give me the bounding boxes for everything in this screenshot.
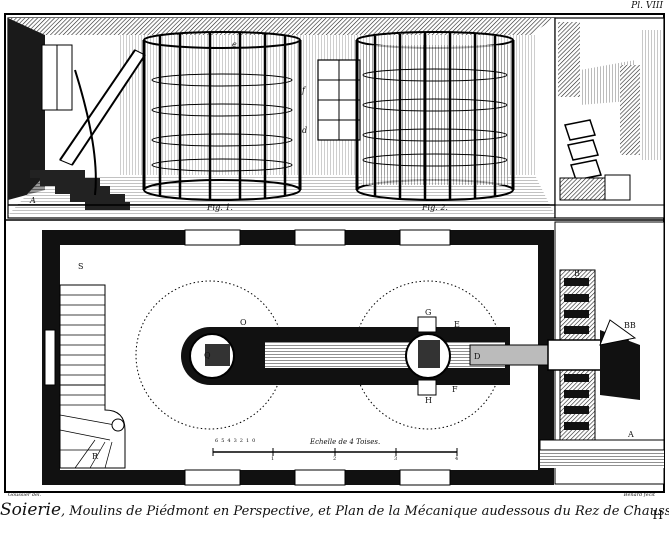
persp-letter-e: e — [232, 40, 237, 49]
scale-label: Echelle de 4 Toises. — [310, 438, 381, 446]
plan-staircase — [44, 284, 126, 469]
plan-letter-b: B — [574, 269, 580, 278]
plan-letter-bb: BB — [624, 321, 636, 330]
scale-tick-3: 3 — [394, 456, 398, 462]
silk-mill-fig1 — [142, 31, 302, 201]
caption-title: Soierie — [0, 500, 62, 520]
plan-letter-e: E — [454, 320, 460, 329]
water-wheel — [539, 221, 665, 485]
plan-letter-h: H — [425, 396, 432, 405]
scale-tick-2: 2 — [333, 456, 337, 462]
plan-letter-s: S — [78, 262, 84, 271]
scale-sub-ticks: 6543210 — [215, 438, 259, 444]
fig2-label: Fig. 2. — [422, 203, 448, 212]
plan-letter-f: F — [452, 385, 458, 394]
staircase — [30, 49, 146, 210]
credit-draughtsman: Goussier del. — [8, 492, 42, 498]
caption-rest: , Moulins de Piédmont en Perspective, et… — [61, 504, 669, 519]
persp-letter-d: d — [302, 126, 308, 135]
credit-engraver: Benard fecit — [623, 492, 655, 498]
plate-number: Pl. VIII — [631, 1, 663, 11]
persp-letter-a: A — [30, 196, 36, 205]
plan-view — [42, 221, 665, 486]
plan-letter-q: Q — [204, 351, 211, 360]
scale-tick-4: 4 — [455, 456, 459, 462]
plan-letter-o: O — [240, 318, 247, 327]
fig1-label: Fig. 1. — [207, 203, 233, 212]
plate-caption: Soierie, Moulins de Piédmont en Perspect… — [0, 500, 669, 520]
persp-letter-f: f — [302, 86, 305, 95]
plan-letter-a: A — [628, 430, 634, 439]
plan-letter-g: G — [425, 308, 432, 317]
plan-letter-d: D — [474, 352, 481, 361]
scale-bar — [212, 448, 458, 456]
exterior-view — [554, 17, 665, 219]
plan-letter-r: R — [92, 452, 99, 461]
plate-letter: H — [652, 508, 663, 522]
silk-mill-fig2 — [355, 31, 515, 201]
perspective-view — [7, 17, 556, 219]
scale-tick-1: 1 — [271, 456, 275, 462]
drive-gallery — [181, 316, 556, 396]
